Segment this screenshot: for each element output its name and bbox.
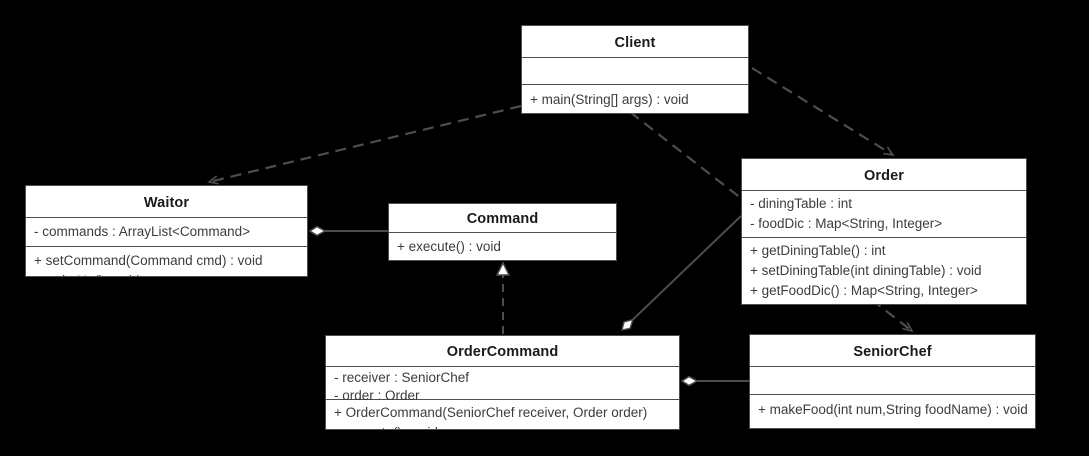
class-name-ordercommand: OrderCommand: [326, 336, 679, 367]
attribute-line: - commands : ArrayList<Command>: [34, 224, 251, 239]
uml-class-waitor[interactable]: Waitor - commands : ArrayList<Command> +…: [25, 185, 308, 277]
method-line: + getFoodDic() : Map<String, Integer>: [750, 283, 978, 298]
attribute-line: - order : Order: [334, 388, 420, 403]
class-methods-order: + getDiningTable() : int + setDiningTabl…: [742, 238, 1026, 304]
attribute-line: - receiver : SeniorChef: [334, 370, 470, 385]
class-attributes-waitor: - commands : ArrayList<Command>: [26, 218, 307, 247]
method-line: + setFoodDic(String name, int num) : voi…: [750, 301, 1018, 304]
uml-class-command[interactable]: Command + execute() : void: [388, 203, 617, 261]
method-line: + setDiningTable(int diningTable) : void: [750, 263, 982, 278]
attribute-line: - foodDic : Map<String, Integer>: [750, 216, 943, 231]
method-line: + setCommand(Command cmd) : void: [34, 253, 263, 268]
class-name-client: Client: [522, 26, 748, 58]
method-line: + makeFood(int num,String foodName) : vo…: [758, 402, 1028, 417]
class-methods-client: + main(String[] args) : void: [522, 85, 748, 113]
edge-client-to-order: [751, 67, 895, 157]
edge-ordercommand-to-order: [622, 215, 742, 330]
method-line: + execute() : void: [397, 239, 501, 254]
class-methods-command: + execute() : void: [389, 233, 616, 260]
method-line: + execute() : void: [334, 423, 671, 429]
attribute-line: - diningTable : int: [750, 196, 853, 211]
class-name-waitor: Waitor: [26, 186, 307, 218]
class-attributes-ordercommand: - receiver : SeniorChef - order : Order: [326, 367, 679, 403]
class-name-order: Order: [742, 159, 1026, 191]
class-name-command: Command: [389, 204, 616, 233]
class-name-seniorchef: SeniorChef: [750, 335, 1035, 367]
class-methods-waitor: + setCommand(Command cmd) : void + order…: [26, 247, 307, 276]
edge-client-to-waitor: [207, 104, 522, 185]
uml-class-order[interactable]: Order - diningTable : int - foodDic : Ma…: [741, 158, 1027, 305]
uml-class-client[interactable]: Client + main(String[] args) : void: [521, 25, 749, 114]
class-attributes-order: - diningTable : int - foodDic : Map<Stri…: [742, 191, 1026, 238]
uml-class-ordercommand[interactable]: OrderCommand - receiver : SeniorChef - o…: [325, 335, 680, 430]
method-line: + main(String[] args) : void: [530, 92, 689, 107]
class-methods-ordercommand: + OrderCommand(SeniorChef receiver, Orde…: [326, 400, 679, 429]
method-line: + orderUp() : void: [34, 271, 299, 276]
method-line: + OrderCommand(SeniorChef receiver, Orde…: [334, 405, 648, 420]
class-attributes-seniorchef: [750, 367, 1035, 395]
method-line: + getDiningTable() : int: [750, 243, 886, 258]
uml-class-seniorchef[interactable]: SeniorChef + makeFood(int num,String foo…: [749, 334, 1036, 429]
class-attributes-client: [522, 58, 748, 85]
class-methods-seniorchef: + makeFood(int num,String foodName) : vo…: [750, 395, 1035, 425]
